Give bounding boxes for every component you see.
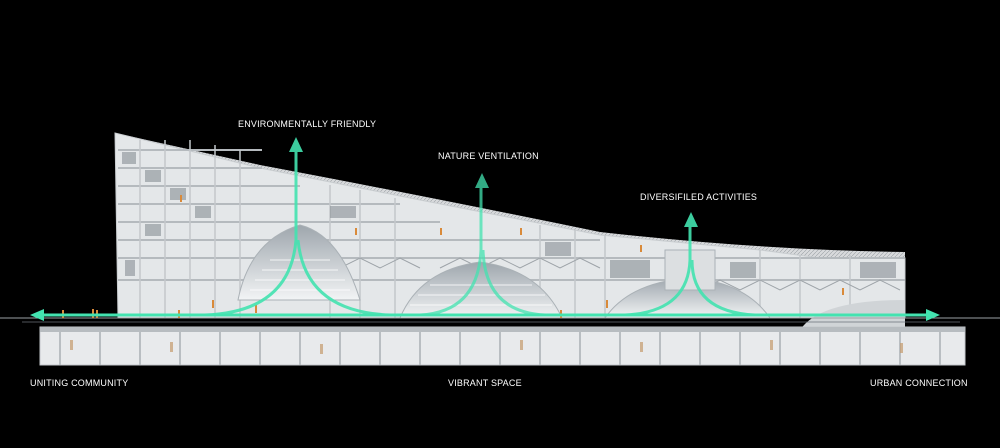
ground-line	[0, 317, 1000, 323]
urban-connection-label: URBAN CONNECTION	[870, 378, 968, 388]
diversified-activities-label: DIVERSIFILED ACTIVITIES	[640, 192, 758, 202]
ventilation-arrow-right	[624, 212, 756, 317]
uniting-community-label: UNITING COMMUNITY	[30, 378, 129, 388]
basement	[39, 326, 966, 366]
environmentally-friendly-label: ENVIRONMENTALLY FRIENDLY	[238, 119, 377, 129]
nature-ventilation-label: NATURE VENTILATION	[438, 151, 539, 161]
left-atrium	[237, 224, 361, 301]
vibrant-space-label: VIBRANT SPACE	[448, 378, 522, 388]
ventilation-arrow-center	[419, 173, 546, 317]
ventilation-arrow-left	[204, 137, 391, 317]
horizontal-flow-arrow	[30, 309, 940, 321]
